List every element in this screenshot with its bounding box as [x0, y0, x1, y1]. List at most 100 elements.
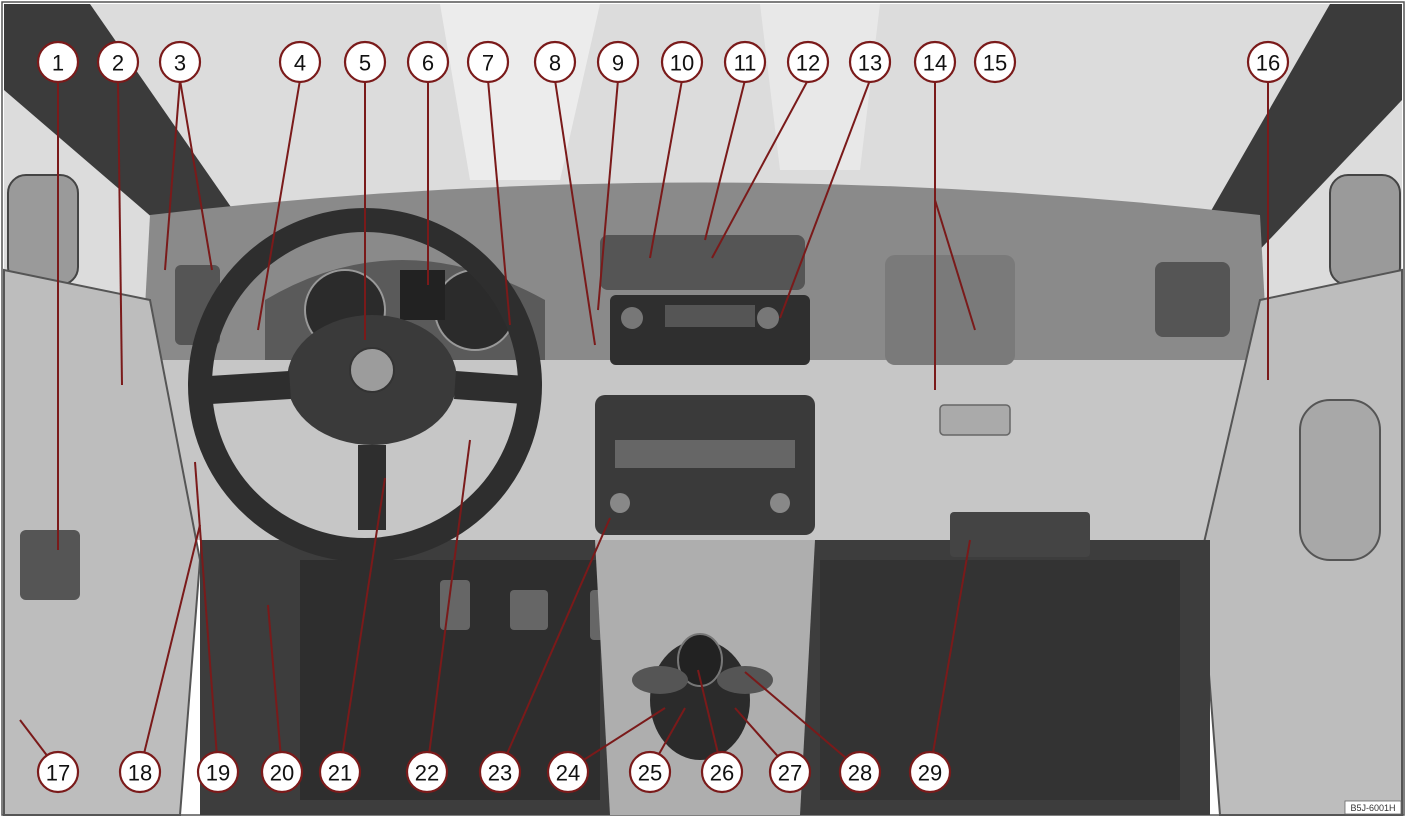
callout-25: 25: [628, 750, 672, 794]
callout-11: 11: [723, 40, 767, 84]
gear-knob: [677, 633, 723, 687]
callout-20: 20: [260, 750, 304, 794]
figure-code: B5J-6001H: [1350, 803, 1395, 813]
callout-number: 26: [710, 761, 734, 786]
callout-number: 18: [128, 761, 152, 786]
right-side-mirror: [1329, 174, 1401, 286]
callout-22: 22: [405, 750, 449, 794]
steering-logo: [349, 347, 395, 393]
callout-number: 13: [858, 51, 882, 76]
callout-circle: [196, 750, 240, 794]
leader-line: [779, 79, 871, 319]
radio-display: [665, 305, 755, 327]
callout-number: 3: [174, 51, 186, 76]
callout-number: 27: [778, 761, 802, 786]
callout-number: 25: [638, 761, 662, 786]
callout-circle: [278, 40, 322, 84]
brake-pedal: [510, 590, 548, 630]
callout-number: 6: [422, 51, 434, 76]
callout-19: 19: [196, 750, 240, 794]
leader-line: [934, 199, 976, 331]
callout-5: 5: [343, 40, 387, 84]
right-floor-mat: [820, 560, 1180, 800]
callout-2: 2: [96, 40, 140, 84]
callout-24: 24: [546, 750, 590, 794]
glovebox: [885, 255, 1015, 365]
callout-circle: [533, 40, 577, 84]
callout-circle: [838, 750, 882, 794]
climate-knob-left: [610, 493, 630, 513]
leader-line: [744, 671, 861, 771]
cup-holder: [632, 666, 688, 694]
callout-circle: [973, 40, 1017, 84]
leader-line: [194, 461, 219, 771]
callout-28: 28: [838, 750, 882, 794]
glovebox-handle: [939, 404, 1011, 436]
leader-line: [139, 524, 201, 771]
leader-line: [339, 477, 386, 771]
right-door-handle: [1299, 399, 1381, 561]
callout-3: 3: [158, 40, 202, 84]
callout-circle: [628, 750, 672, 794]
callout-number: 20: [270, 761, 294, 786]
left-door: [3, 268, 202, 816]
leader-line: [499, 517, 611, 771]
callout-number: 5: [359, 51, 371, 76]
callout-circle: [406, 40, 450, 84]
climate-display: [615, 440, 795, 468]
leader-line: [704, 79, 746, 241]
callout-circle: [260, 750, 304, 794]
callout-number: 11: [734, 51, 757, 76]
leader-line: [487, 79, 511, 326]
callout-number: 23: [488, 761, 512, 786]
callout-number: 10: [670, 51, 694, 76]
leader-line: [117, 79, 123, 386]
leader-line: [257, 79, 301, 331]
callout-number: 16: [1256, 51, 1280, 76]
centre-air-vents: [600, 235, 805, 290]
window-switch-panel: [20, 530, 80, 600]
callout-circle: [546, 750, 590, 794]
callout-18: 18: [118, 750, 162, 794]
callout-circle: [478, 750, 522, 794]
callout-circle: [848, 40, 892, 84]
callout-number: 19: [206, 761, 230, 786]
callout-circle: [913, 40, 957, 84]
callout-circle: [36, 750, 80, 794]
callout-circle: [1246, 40, 1290, 84]
callout-circle: [118, 750, 162, 794]
callout-circle: [343, 40, 387, 84]
storage-tray: [950, 512, 1090, 557]
callout-circle: [908, 750, 952, 794]
callout-number: 17: [46, 761, 70, 786]
callout-number: 8: [549, 51, 561, 76]
right-air-vent: [1155, 262, 1230, 337]
callout-circle: [786, 40, 830, 84]
leader-line: [164, 79, 181, 271]
leader-line: [597, 79, 619, 311]
callout-17: 17: [36, 750, 80, 794]
leader-line: [711, 79, 809, 259]
callout-circle: [36, 40, 80, 84]
callout-number: 4: [294, 51, 306, 76]
callout-number: 28: [848, 761, 872, 786]
cluster-display: [400, 270, 445, 320]
callout-12: 12: [786, 40, 830, 84]
callout-number: 15: [983, 51, 1007, 76]
climate-knob-right: [770, 493, 790, 513]
callout-circle: [96, 40, 140, 84]
callout-6: 6: [406, 40, 450, 84]
callout-14: 14: [913, 40, 957, 84]
callout-circle: [158, 40, 202, 84]
callout-27: 27: [768, 750, 812, 794]
figure-code-box: [1344, 800, 1402, 815]
callout-7: 7: [466, 40, 510, 84]
right-a-pillar: [1200, 4, 1402, 260]
callout-number: 2: [112, 51, 124, 76]
callout-circle: [700, 750, 744, 794]
leader-line: [267, 604, 283, 771]
callout-number: 9: [612, 51, 624, 76]
callout-10: 10: [660, 40, 704, 84]
